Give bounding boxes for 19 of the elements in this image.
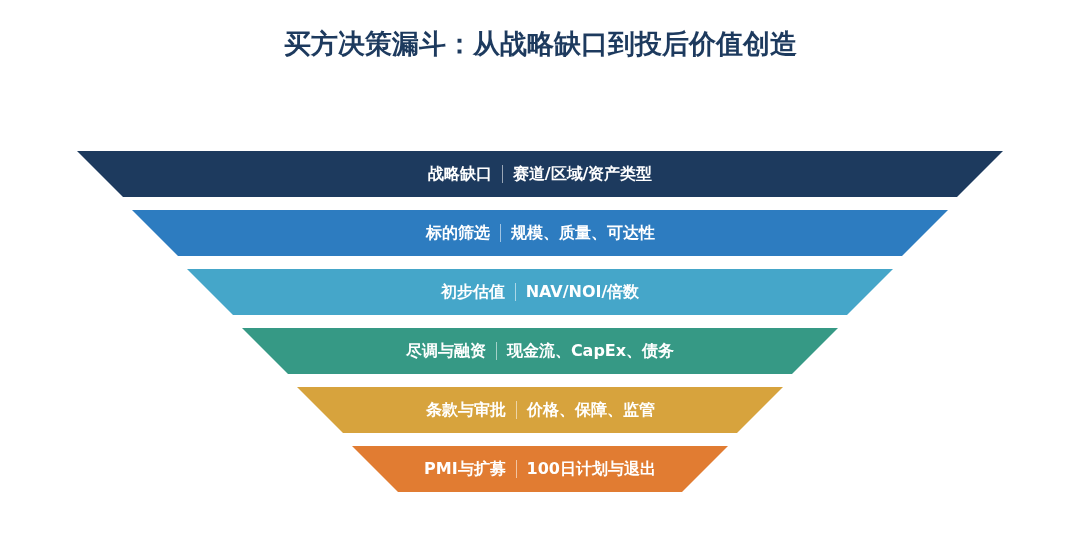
funnel-band (242, 328, 838, 374)
funnel-band (187, 269, 893, 315)
stage-name: 战略缺口 (427, 164, 492, 184)
stage-criteria: 价格、保障、监管 (526, 400, 655, 420)
stage-name: PMI与扩募 (424, 459, 506, 479)
stage-name: 初步估值 (440, 282, 505, 302)
funnel-band (132, 210, 948, 256)
diagram-title: 买方决策漏斗：从战略缺口到投后价值创造 (283, 28, 797, 59)
stage-name: 尽调与融资 (405, 341, 486, 361)
funnel-band (297, 387, 783, 433)
stage-name: 标的筛选 (425, 223, 490, 243)
stage-criteria: 现金流、CapEx、债务 (506, 341, 675, 361)
stage-criteria: 规模、质量、可达性 (510, 223, 655, 243)
funnel-band (352, 446, 728, 492)
stage-name: 条款与审批 (425, 400, 506, 420)
stage-criteria: 100日计划与退出 (526, 459, 656, 479)
funnel-band (77, 151, 1003, 197)
stage-criteria: 赛道/区域/资产类型 (512, 164, 653, 184)
stage-criteria: NAV/NOI/倍数 (525, 282, 640, 302)
